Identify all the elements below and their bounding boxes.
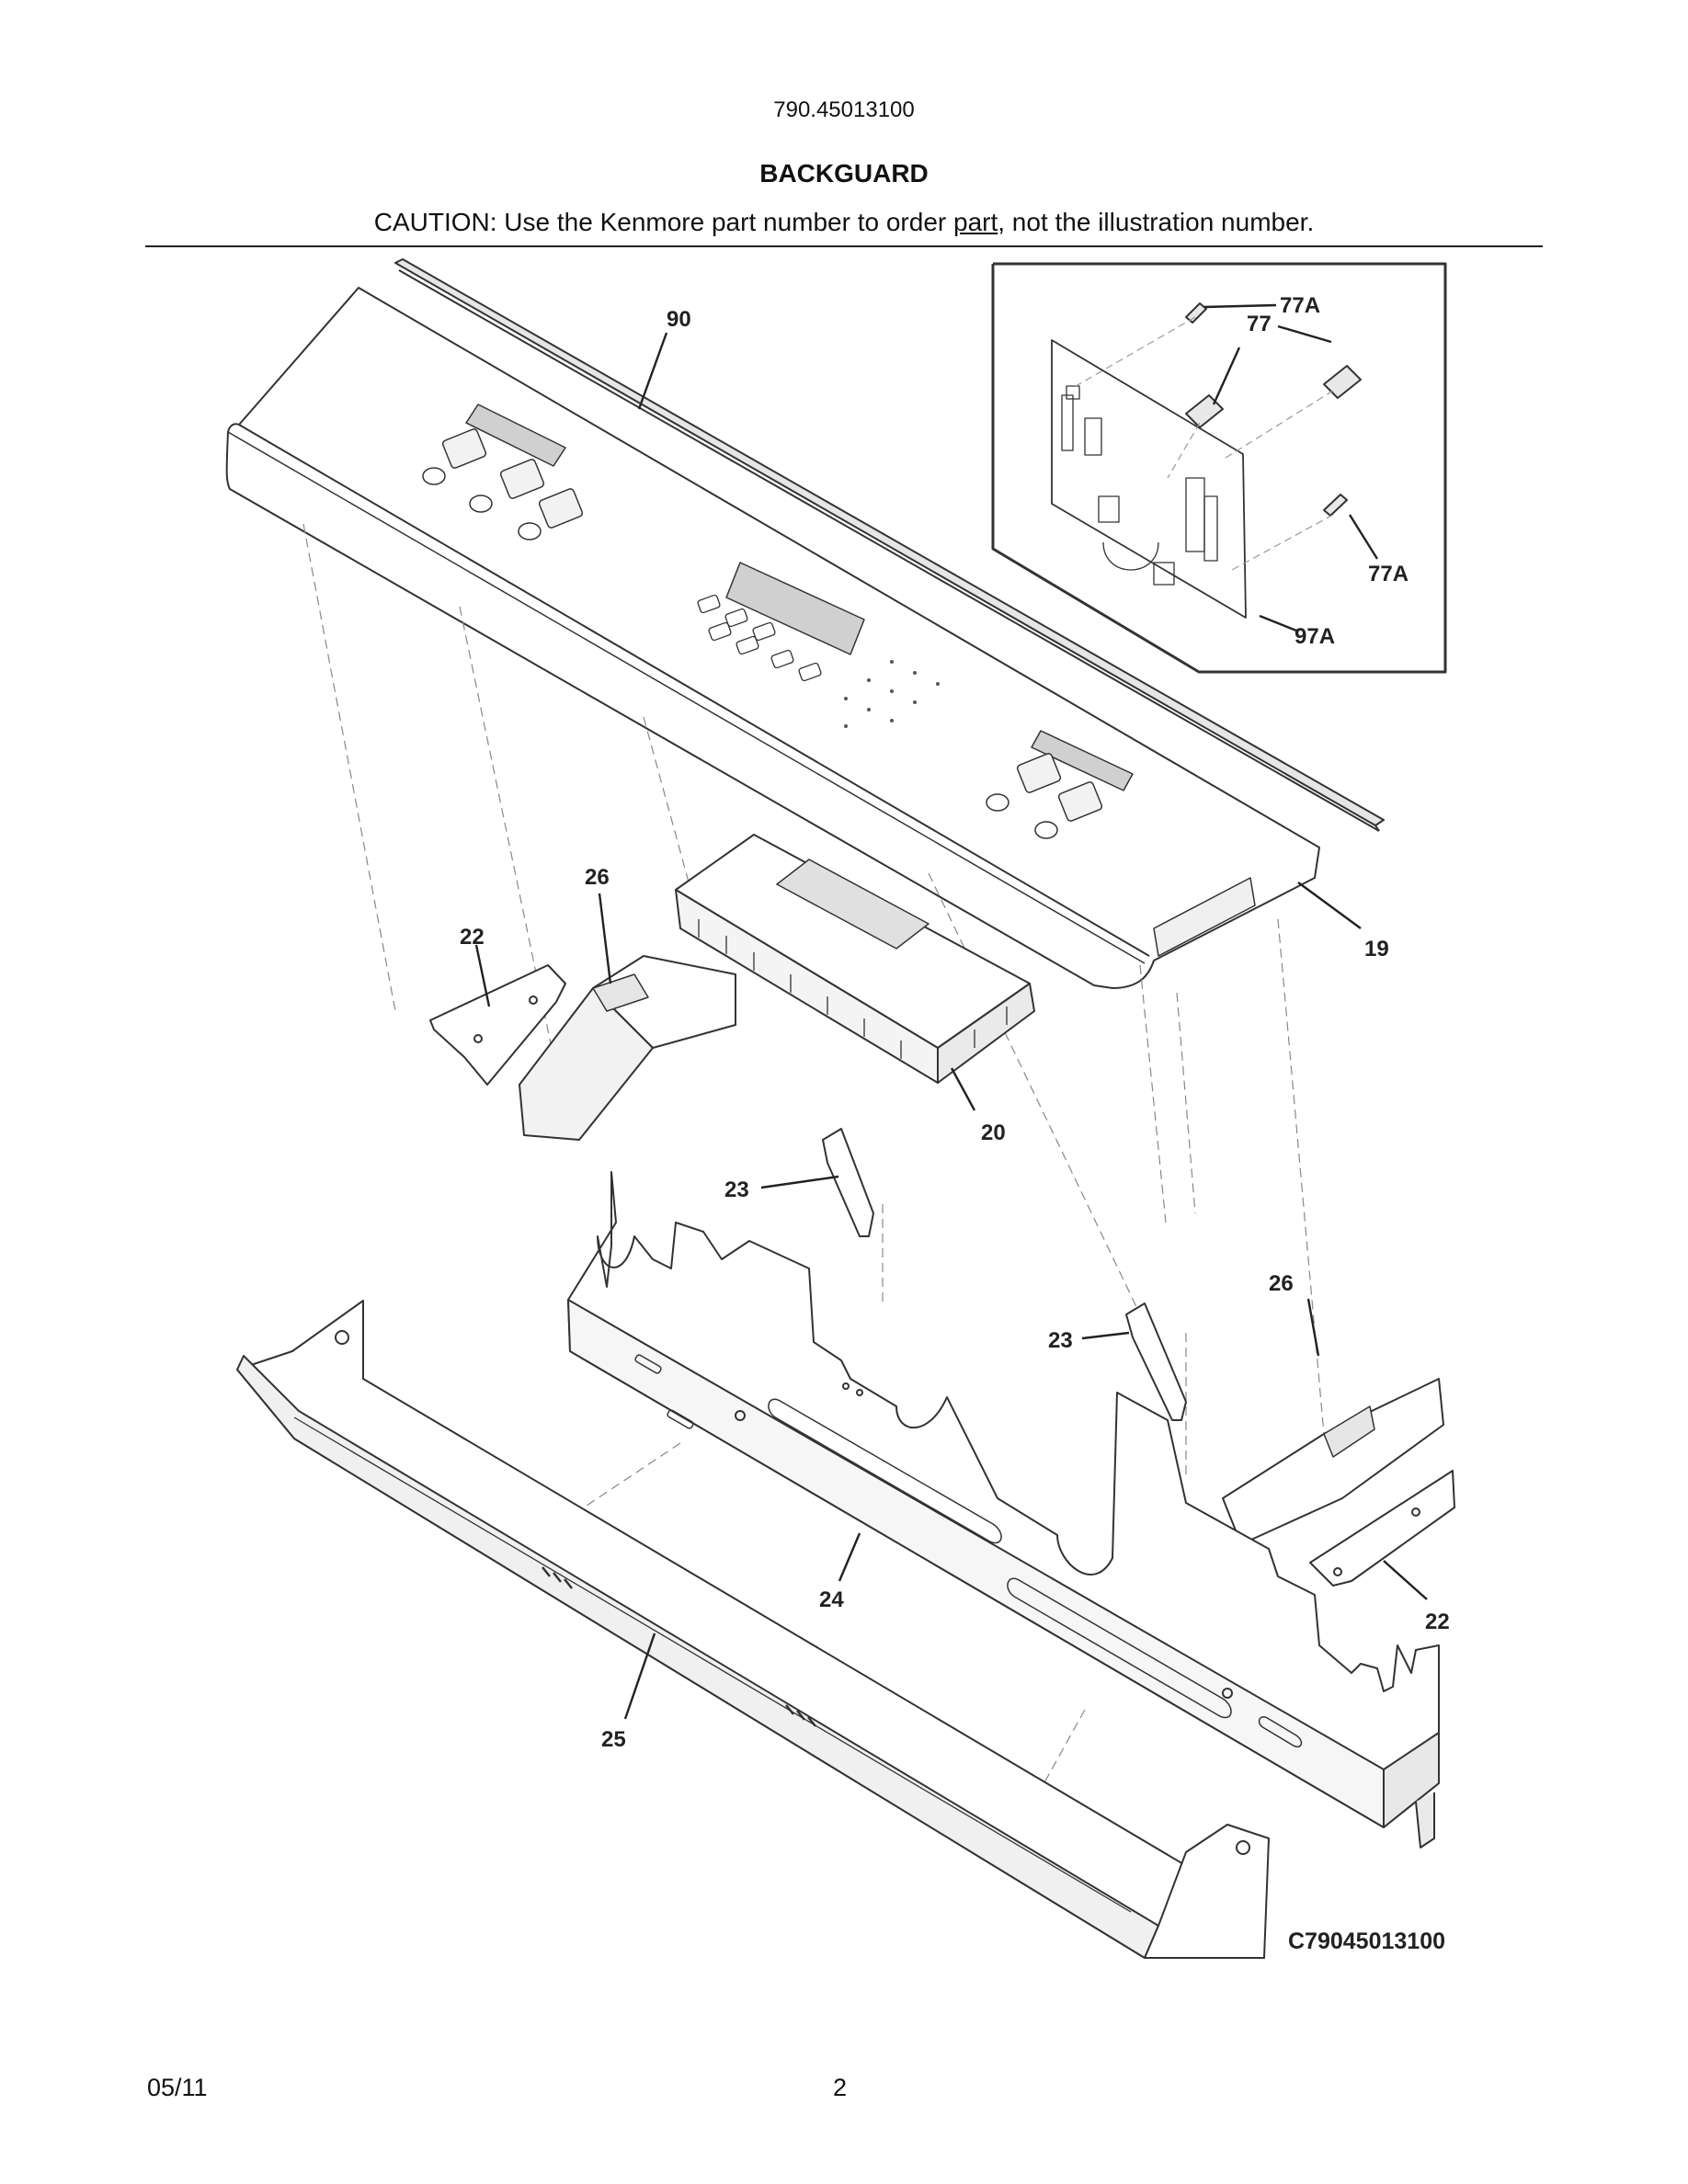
rear-panel-part xyxy=(567,1171,1440,1848)
caution-note: CAUTION: Use the Kenmore part number to … xyxy=(0,208,1688,237)
caution-text-start: CAUTION: Use the Kenmore part number to … xyxy=(373,208,953,236)
drawing-code: C79045013100 xyxy=(1288,1928,1445,1954)
footer-date: 05/11 xyxy=(147,2074,208,2101)
callout-19: 19 xyxy=(1364,937,1389,961)
callout-20: 20 xyxy=(981,1120,1006,1145)
header-divider xyxy=(145,245,1543,247)
leader-lines xyxy=(474,303,1428,1720)
callout-77A-top: 77A xyxy=(1280,293,1320,318)
bottom-trim-part xyxy=(236,1300,1270,1959)
control-panel-part xyxy=(225,287,1320,989)
callout-26-left: 26 xyxy=(585,865,610,890)
footer-page-number: 2 xyxy=(833,2074,848,2101)
control-board-part xyxy=(675,834,1035,1084)
caution-text-end: , not the illustration number. xyxy=(998,208,1315,236)
callout-22-left: 22 xyxy=(460,925,485,950)
standoff-77 xyxy=(1185,365,1362,428)
bracket-26-left xyxy=(519,955,736,1141)
callout-77A-bottom: 77A xyxy=(1368,562,1409,586)
callout-77: 77 xyxy=(1247,312,1272,336)
standoff-77A-bottom xyxy=(1323,494,1348,517)
callout-26-right: 26 xyxy=(1269,1271,1294,1296)
callout-23-right: 23 xyxy=(1048,1328,1073,1353)
standoff-77A-top xyxy=(1185,302,1207,324)
detail-inset xyxy=(991,262,1447,674)
callout-90: 90 xyxy=(667,307,691,332)
caution-underlined-word: part xyxy=(953,208,998,236)
callout-22-right: 22 xyxy=(1425,1610,1450,1634)
bracket-23-right xyxy=(1125,1302,1187,1421)
page-title: BACKGUARD xyxy=(759,159,929,188)
bracket-22-left xyxy=(429,964,566,1086)
bracket-22-right xyxy=(1309,1470,1455,1587)
model-number: 790.45013100 xyxy=(773,97,915,122)
callout-23-left: 23 xyxy=(724,1177,749,1202)
callout-25: 25 xyxy=(601,1727,626,1752)
bracket-23-left xyxy=(822,1128,874,1237)
callout-24: 24 xyxy=(819,1587,844,1612)
callout-97A: 97A xyxy=(1295,624,1335,649)
